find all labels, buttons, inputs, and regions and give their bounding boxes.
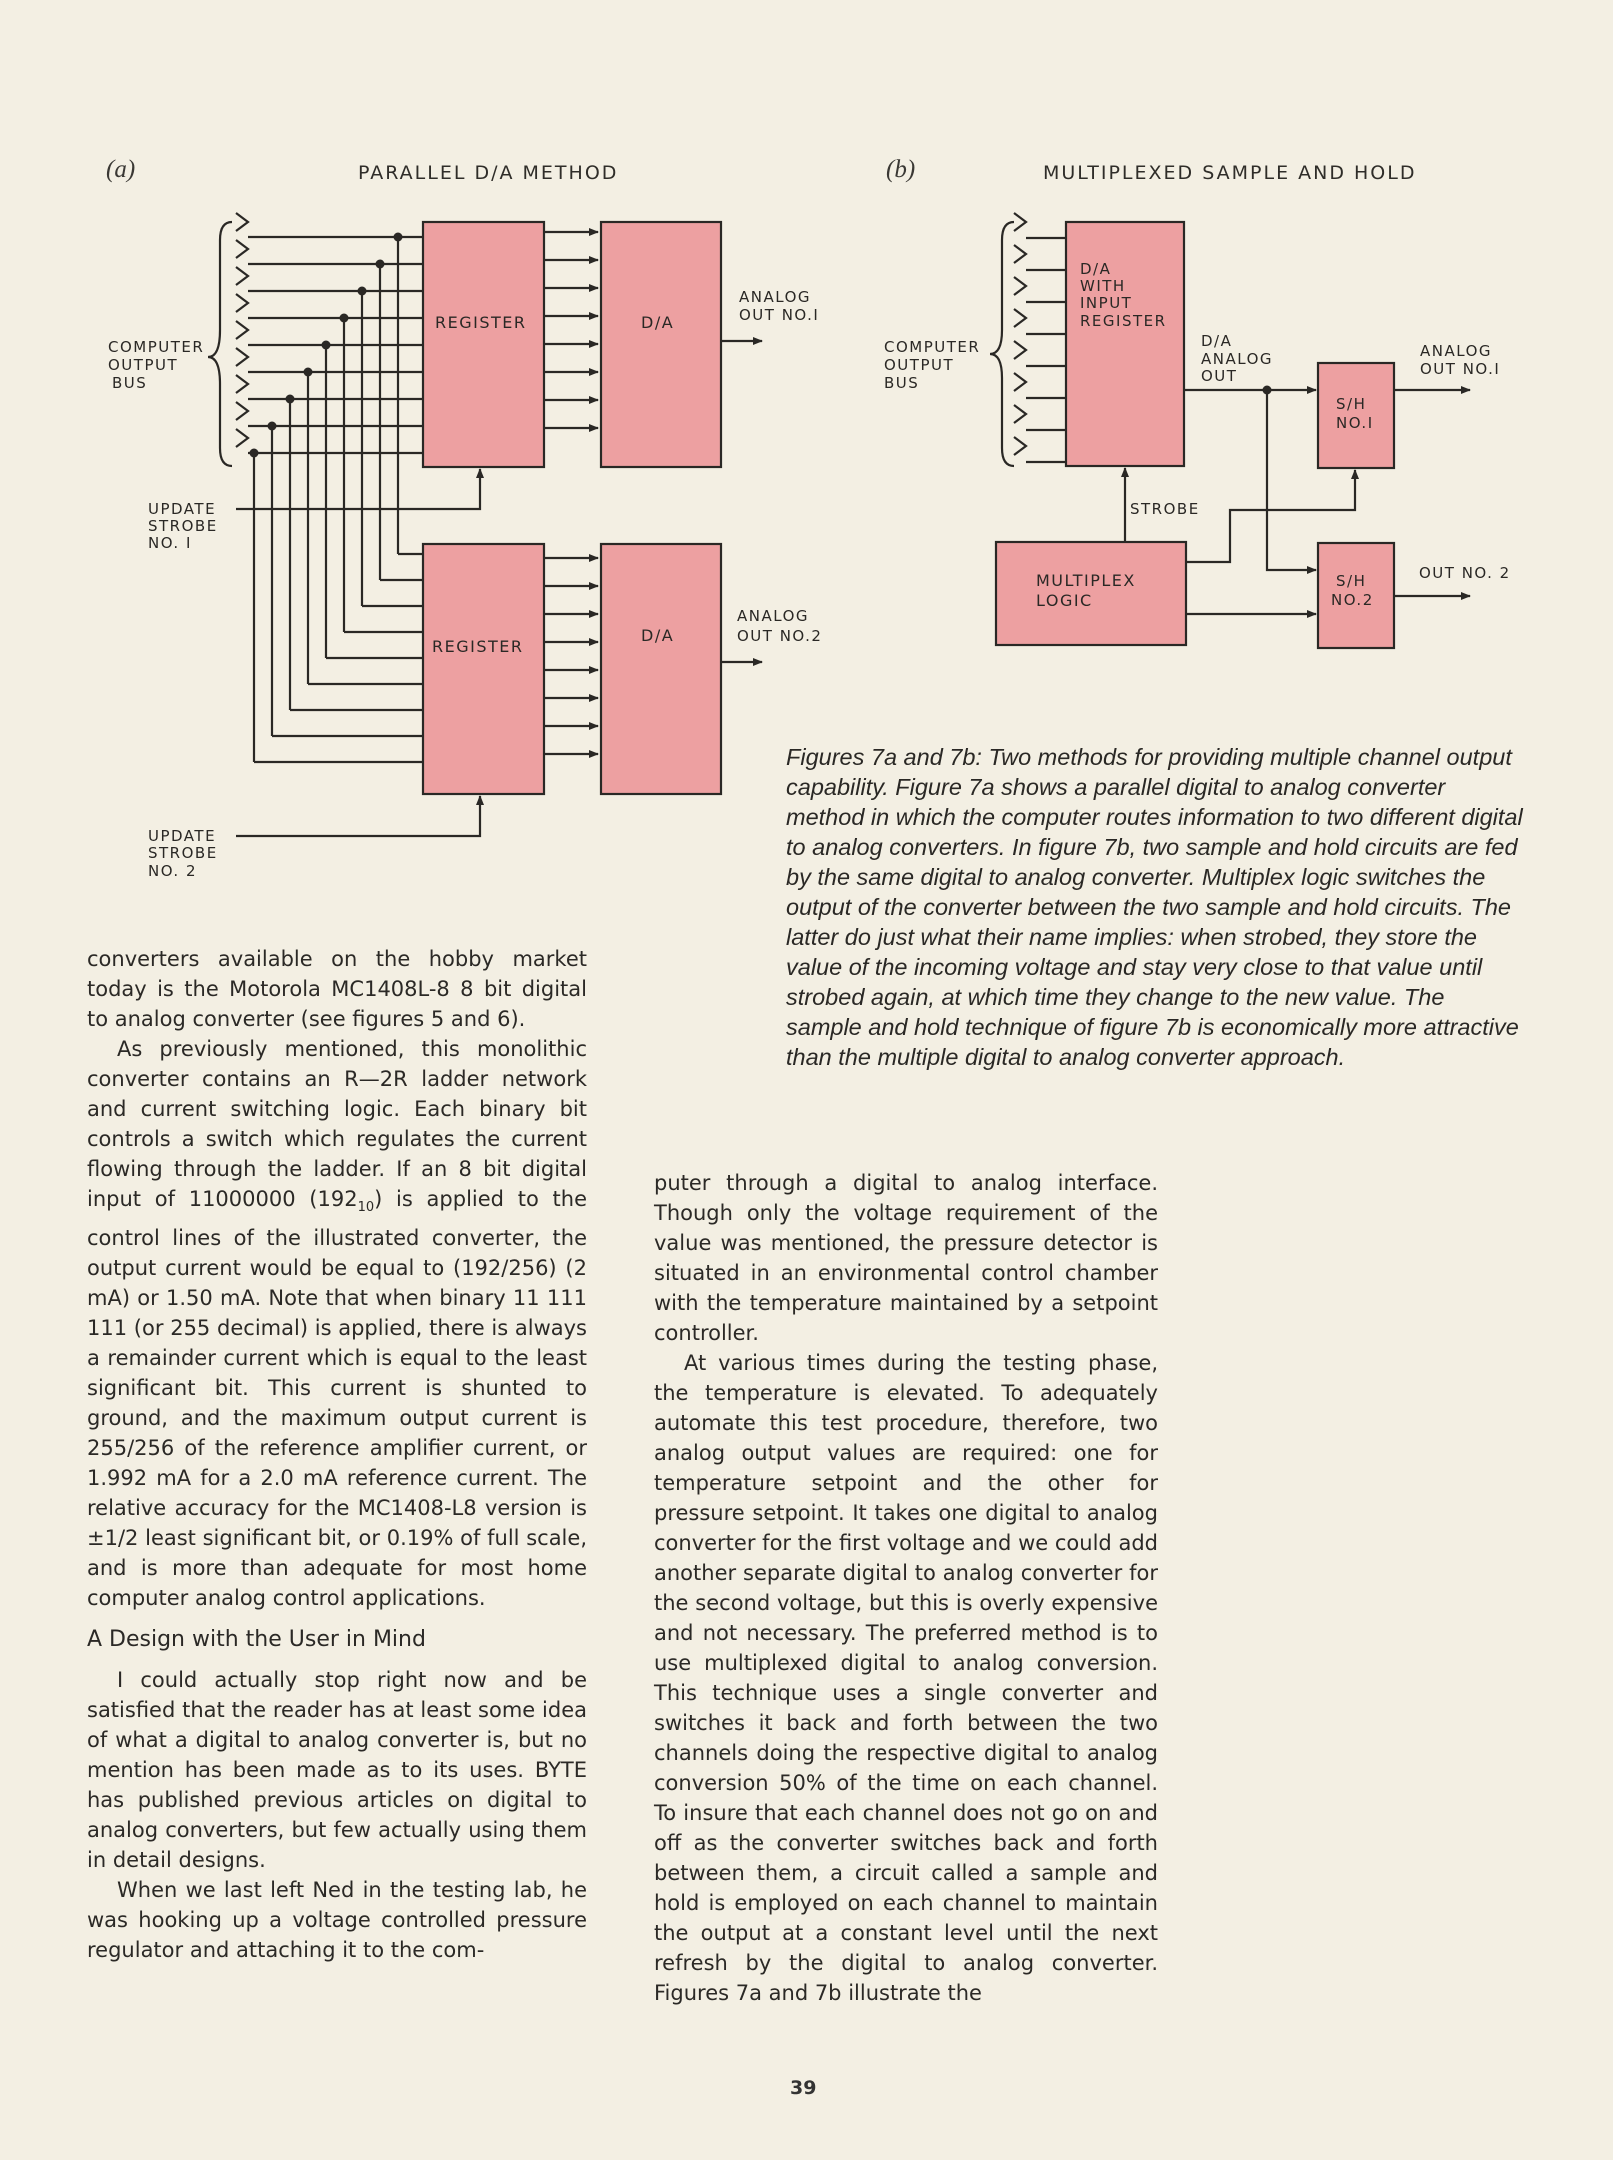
da-block-line-3: INPUT (1080, 294, 1132, 312)
analog-out-2-line-1: ANALOG (737, 607, 809, 625)
figure-b-label: (b) (886, 156, 916, 183)
da-block-line-2: WITH (1080, 277, 1126, 295)
sh-1-block (1316, 361, 1396, 470)
right-para-2: At various times during the testing phas… (654, 1351, 1158, 2005)
da-out-line-3: OUT (1201, 367, 1237, 385)
right-column: puter through a digital to analog interf… (654, 1168, 1158, 2008)
left-para-2-a: As previously mentioned, this monolithic… (87, 1037, 587, 1211)
analog-out-2-line-2: OUT NO.2 (737, 627, 822, 645)
analog-out-1-line-2: OUT NO.I (739, 306, 819, 324)
multiplex-logic-block (994, 540, 1188, 647)
da-2-label: D/A (641, 626, 674, 645)
strobe-1-line-3: NO. I (148, 534, 192, 552)
page-number: 39 (790, 2077, 817, 2099)
section-heading: A Design with the User in Mind (87, 1627, 426, 1653)
register-1-block (421, 220, 546, 469)
da-block-line-4: REGISTER (1080, 312, 1167, 330)
right-para-1: puter through a digital to analog interf… (654, 1171, 1158, 1345)
strobe-2-line-3: NO. 2 (148, 862, 197, 880)
register-2-label: REGISTER (432, 637, 524, 656)
sh-2-line-1: S/H (1336, 572, 1366, 590)
left-para-2-b: ) is applied to the control lines of the… (87, 1187, 587, 1611)
bus-a-line-3: BUS (112, 374, 147, 392)
analog-out-1-line-1: ANALOG (739, 288, 811, 306)
register-1-label: REGISTER (435, 313, 527, 332)
register-2-block (421, 542, 546, 796)
analog-out-b-line-1: ANALOG (1420, 342, 1492, 360)
sh-1-line-1: S/H (1336, 395, 1366, 413)
left-column: converters available on the hobby market… (87, 944, 587, 1965)
bus-a-line-2: OUTPUT (108, 356, 178, 374)
strobe-label: STROBE (1130, 500, 1200, 518)
left-para-4: When we last left Ned in the testing lab… (87, 1878, 587, 1963)
strobe-2-line-2: STROBE (148, 844, 218, 862)
figure-b-title: MULTIPLEXED SAMPLE AND HOLD (1043, 162, 1417, 184)
sh-2-block (1316, 541, 1396, 650)
da-1-block (599, 220, 723, 469)
multiplex-line-1: MULTIPLEX (1036, 571, 1136, 590)
sh-1-line-2: NO.I (1336, 414, 1374, 432)
figure-a-label: (a) (106, 156, 136, 183)
bus-b-line-3: BUS (884, 374, 919, 392)
da-block-line-1: D/A (1080, 260, 1111, 278)
da-out-line-1: D/A (1201, 332, 1232, 350)
figure-b-diagram (989, 212, 1471, 618)
da-out-line-2: ANALOG (1201, 350, 1273, 368)
left-para-2-subscript: 10 (357, 1200, 375, 1216)
da-with-register-block (1064, 220, 1186, 468)
figure-caption: Figures 7a and 7b: Two methods for provi… (786, 744, 1523, 1070)
strobe-1-line-2: STROBE (148, 517, 218, 535)
sh-2-line-2: NO.2 (1331, 591, 1374, 609)
out-2-label: OUT NO. 2 (1419, 564, 1511, 582)
strobe-2-line-1: UPDATE (148, 827, 216, 845)
da-2-block (599, 542, 723, 796)
analog-out-b-line-2: OUT NO.I (1420, 360, 1500, 378)
multiplex-line-2: LOGIC (1036, 591, 1093, 610)
left-para-2: As previously mentioned, this monolithic… (87, 1034, 587, 1613)
bus-a-line-1: COMPUTER (108, 338, 204, 356)
left-para-3: I could actually stop right now and be s… (87, 1668, 587, 1873)
bus-b-line-2: OUTPUT (884, 356, 954, 374)
bus-b-line-1: COMPUTER (884, 338, 980, 356)
strobe-1-line-1: UPDATE (148, 500, 216, 518)
left-para-1: converters available on the hobby market… (87, 947, 587, 1031)
da-1-label: D/A (641, 313, 674, 332)
figure-a-title: PARALLEL D/A METHOD (358, 162, 619, 184)
